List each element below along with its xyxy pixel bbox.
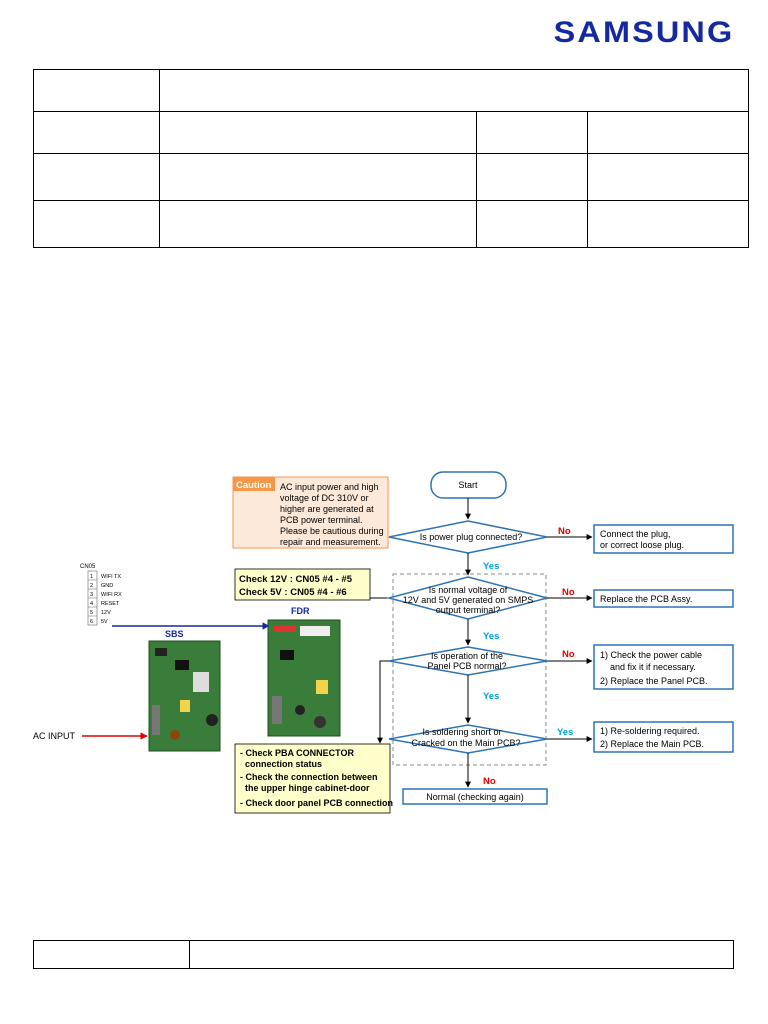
pin-name: WIFI TX bbox=[101, 574, 121, 580]
decision-power-plug: Is power plug connected? bbox=[388, 520, 548, 554]
caution-line: Please be cautious during bbox=[280, 526, 384, 536]
pin-name: 5V bbox=[101, 619, 108, 625]
action-text: Connect the plug, bbox=[600, 529, 671, 539]
decision-text: Is operation of the bbox=[431, 651, 503, 661]
decision-text: Is normal voltage of bbox=[429, 585, 508, 595]
pin-number: 4 bbox=[90, 601, 93, 607]
pin-name: RESET bbox=[101, 601, 120, 607]
yes-label: Yes bbox=[483, 561, 499, 572]
pin-number: 2 bbox=[90, 583, 93, 589]
fdr-board-image bbox=[267, 619, 341, 737]
pba-check-line: - Check the connection between bbox=[240, 772, 378, 782]
start-node: Start bbox=[430, 471, 507, 499]
caution-tag: Caution bbox=[236, 480, 272, 491]
action-resoldering: 1) Re-soldering required. 2) Replace the… bbox=[593, 721, 734, 753]
end-node: Normal (checking again) bbox=[402, 788, 548, 805]
yes-label: Yes bbox=[483, 631, 499, 642]
yes-label: Yes bbox=[483, 691, 499, 702]
decision-text: Panel PCB normal? bbox=[427, 661, 506, 671]
voltage-check-12v: Check 12V : CN05 #4 - #5 bbox=[239, 574, 353, 585]
no-label: No bbox=[483, 776, 496, 787]
caution-line: repair and measurement. bbox=[280, 537, 381, 547]
decision-main-pcb: Is soldering short or Cracked on the Mai… bbox=[388, 724, 548, 754]
decision-text: Cracked on the Main PCB? bbox=[411, 738, 520, 748]
connector-pinout: CN05 1 2 3 4 5 6 WIFI TX GND WIFI RX RES… bbox=[80, 564, 122, 626]
pba-check-note: - Check PBA CONNECTOR connection status … bbox=[234, 743, 393, 814]
action-replace-pcb-assy: Replace the PCB Assy. bbox=[593, 589, 734, 608]
caution-line: higher are generated at bbox=[280, 504, 374, 514]
header-cell bbox=[33, 153, 160, 201]
sbs-label: SBS bbox=[165, 629, 184, 639]
action-text: 1) Check the power cable bbox=[600, 650, 702, 660]
pba-check-line: - Check door panel PCB connection bbox=[240, 798, 393, 808]
decision-text: Is power plug connected? bbox=[420, 532, 523, 542]
decision-smps-voltage: Is normal voltage of 12V and 5V generate… bbox=[386, 576, 550, 620]
header-cell bbox=[476, 200, 588, 248]
header-table bbox=[33, 69, 749, 248]
footer-table bbox=[33, 940, 734, 969]
decision-panel-pcb: Is operation of the Panel PCB normal? bbox=[388, 646, 548, 676]
decision-text: Is soldering short or bbox=[422, 727, 501, 737]
sbs-board-image bbox=[148, 640, 221, 752]
decision-text: output terminal? bbox=[436, 605, 501, 615]
pin-number: 3 bbox=[90, 592, 93, 598]
yes-label: Yes bbox=[557, 727, 573, 738]
header-cell bbox=[159, 153, 477, 201]
caution-line: voltage of DC 310V or bbox=[280, 493, 369, 503]
no-label: No bbox=[558, 526, 571, 537]
pin-name: GND bbox=[101, 583, 113, 589]
action-text: and fix it if necessary. bbox=[600, 662, 696, 672]
header-cell bbox=[33, 69, 160, 112]
header-cell bbox=[159, 69, 749, 112]
header-cell bbox=[587, 200, 749, 248]
header-cell bbox=[587, 153, 749, 201]
pba-check-line: connection status bbox=[240, 759, 322, 769]
header-cell bbox=[159, 111, 477, 154]
action-text: 2) Replace the Main PCB. bbox=[600, 739, 704, 749]
footer-cell bbox=[189, 940, 734, 969]
fdr-label: FDR bbox=[291, 606, 310, 616]
action-text: Replace the PCB Assy. bbox=[600, 594, 692, 604]
pin-name: WIFI RX bbox=[101, 592, 122, 598]
pba-check-line: - Check PBA CONNECTOR bbox=[240, 748, 355, 758]
action-text: or correct loose plug. bbox=[600, 540, 684, 550]
pin-name: 12V bbox=[101, 610, 111, 616]
pba-check-line: the upper hinge cabinet-door bbox=[240, 783, 370, 793]
end-label: Normal (checking again) bbox=[426, 792, 524, 802]
samsung-logo: SAMSUNG bbox=[553, 16, 734, 49]
action-check-power-cable: 1) Check the power cable and fix it if n… bbox=[593, 644, 734, 690]
connector-title: CN05 bbox=[80, 564, 96, 570]
voltage-check-note: Check 12V : CN05 #4 - #5 Check 5V : CN05… bbox=[234, 568, 371, 601]
action-text: 2) Replace the Panel PCB. bbox=[600, 676, 708, 686]
header-cell bbox=[587, 111, 749, 154]
action-connect-plug: Connect the plug, or correct loose plug. bbox=[593, 524, 734, 554]
feedback-arrow bbox=[377, 660, 389, 744]
action-text: 1) Re-soldering required. bbox=[600, 726, 700, 736]
pin-number: 1 bbox=[90, 574, 93, 580]
pin-number: 6 bbox=[90, 619, 93, 625]
header-cell bbox=[476, 153, 588, 201]
no-label: No bbox=[562, 649, 575, 660]
caution-box: Caution AC input power and high voltage … bbox=[232, 476, 389, 549]
caution-line: PCB power terminal. bbox=[280, 515, 363, 525]
start-label: Start bbox=[458, 480, 478, 490]
voltage-check-5v: Check 5V : CN05 #4 - #6 bbox=[239, 587, 347, 598]
caution-line: AC input power and high bbox=[280, 482, 379, 492]
decision-text: 12V and 5V generated on SMPS bbox=[403, 595, 534, 605]
no-label: No bbox=[562, 587, 575, 598]
footer-cell bbox=[33, 940, 190, 969]
ac-input-label: AC INPUT bbox=[33, 731, 76, 741]
header-cell bbox=[159, 200, 477, 248]
pin-number: 5 bbox=[90, 610, 93, 616]
dashed-region bbox=[392, 573, 547, 766]
